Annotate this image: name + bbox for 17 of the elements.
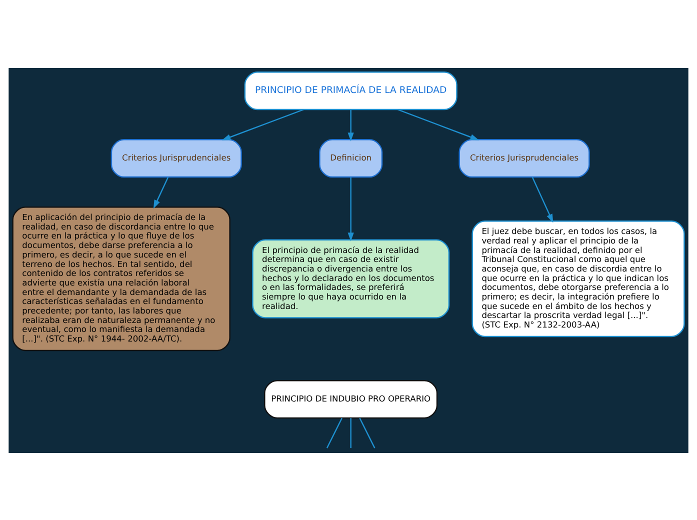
arrow — [153, 176, 169, 208]
arrow — [348, 176, 354, 241]
node-box: El juez debe buscar, en todos los casos, la verdad real y aplicar el principio de la primacía de la realidad, definido por el Tribunal Constitucional como aquel que aconseja que, en caso de discordia entre lo que ocurre en la práctica y lo que indican los documentos, debe otorgarse preferencia a lo primero; es decir, la integración prefiere lo que sucede en el ámbito de los hechos y descartar la proscrita verdad legal [...]". (STC Exp. N° 2132-2003-AA) — [472, 220, 685, 337]
node-box: El principio de primacía de la realidad determina que en caso de existir discrepancia o divergencia entre los hechos y lo declarado en los documentos o en las formalidades, se preferirá siempre lo que haya ocurrido en la realidad. — [252, 238, 450, 318]
connector — [350, 418, 352, 448]
node-box: Definicion — [319, 138, 383, 178]
node-box: PRINCIPIO DE INDUBIO PRO OPERARIO — [264, 379, 438, 418]
arrow — [398, 108, 480, 140]
node-box: PRINCIPIO DE PRIMACÍA DE LA REALIDAD — [244, 71, 458, 110]
node-box: Criterios Jurisprudenciales — [458, 138, 590, 178]
connector — [326, 417, 342, 448]
arrow — [532, 176, 554, 222]
arrow — [348, 109, 354, 141]
connector — [359, 417, 376, 448]
node-box: En aplicación del principio de primacía de la realidad, en caso de discordancia entre lo que ocurre en la práctica y lo que fluye de los documentos, debe darse preferencia a lo primero, es decir, a lo que sucede en el terreno de los hechos. En tal sentido, del contenido de los contratos referidos se advierte que existía una relación laboral entre el demandante y la demandada de las características señaladas en el fundamento precedente; por tanto, las labores que realizaba eran de naturaleza permanente y no eventual, como lo manifiesta la demandada [...]". (STC Exp. N° 1944- 2002-AA/TC). — [12, 206, 230, 351]
node-box: Criterios Jurisprudenciales — [110, 138, 242, 178]
arrow — [222, 108, 304, 140]
